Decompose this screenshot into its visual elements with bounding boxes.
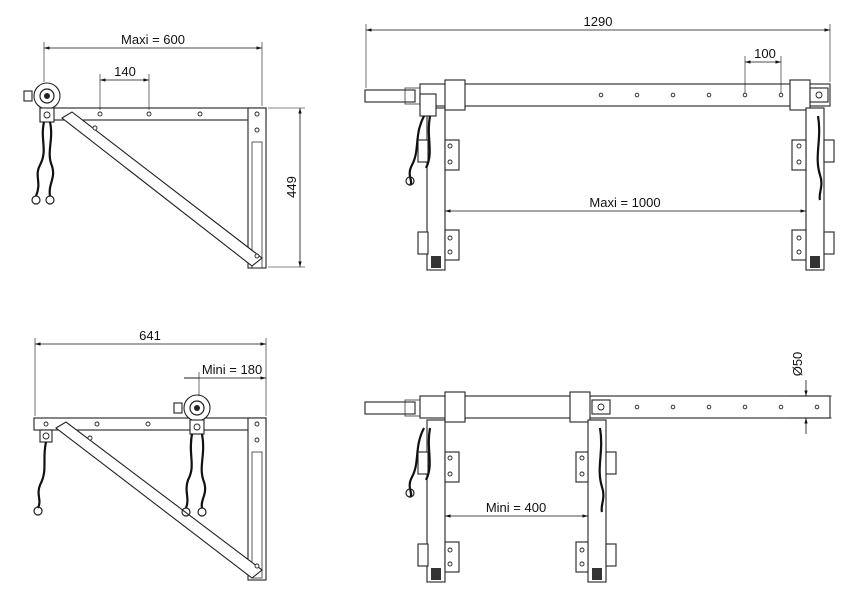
dim-449: 449 [284,176,299,198]
dim-1290: 1290 [584,14,613,29]
dim-641: 641 [139,328,161,343]
dim-mini-180: Mini = 180 [202,362,262,377]
dim-diameter-50: Ø50 [790,352,805,377]
chain-icon [181,433,207,517]
view-side-maxi: Maxi = 600 140 449 [23,32,305,269]
winch-wheel-icon [173,394,211,435]
view-front-mini: Ø50 Mini = 400 [364,352,832,583]
dim-100: 100 [754,46,776,61]
chain-icon [405,115,432,186]
dim-maxi-1000: Maxi = 1000 [589,195,660,210]
dim-mini-400: Mini = 400 [486,500,546,515]
view-front-maxi: 1290 100 Maxi = 1000 [364,14,835,271]
chain-icon [405,427,432,498]
dim-140: 140 [114,64,136,79]
dim-maxi-600: Maxi = 600 [121,32,185,47]
view-side-mini: 641 Mini = 180 [33,328,267,581]
chain-icon [31,121,55,205]
winch-wheel-icon [23,82,61,123]
